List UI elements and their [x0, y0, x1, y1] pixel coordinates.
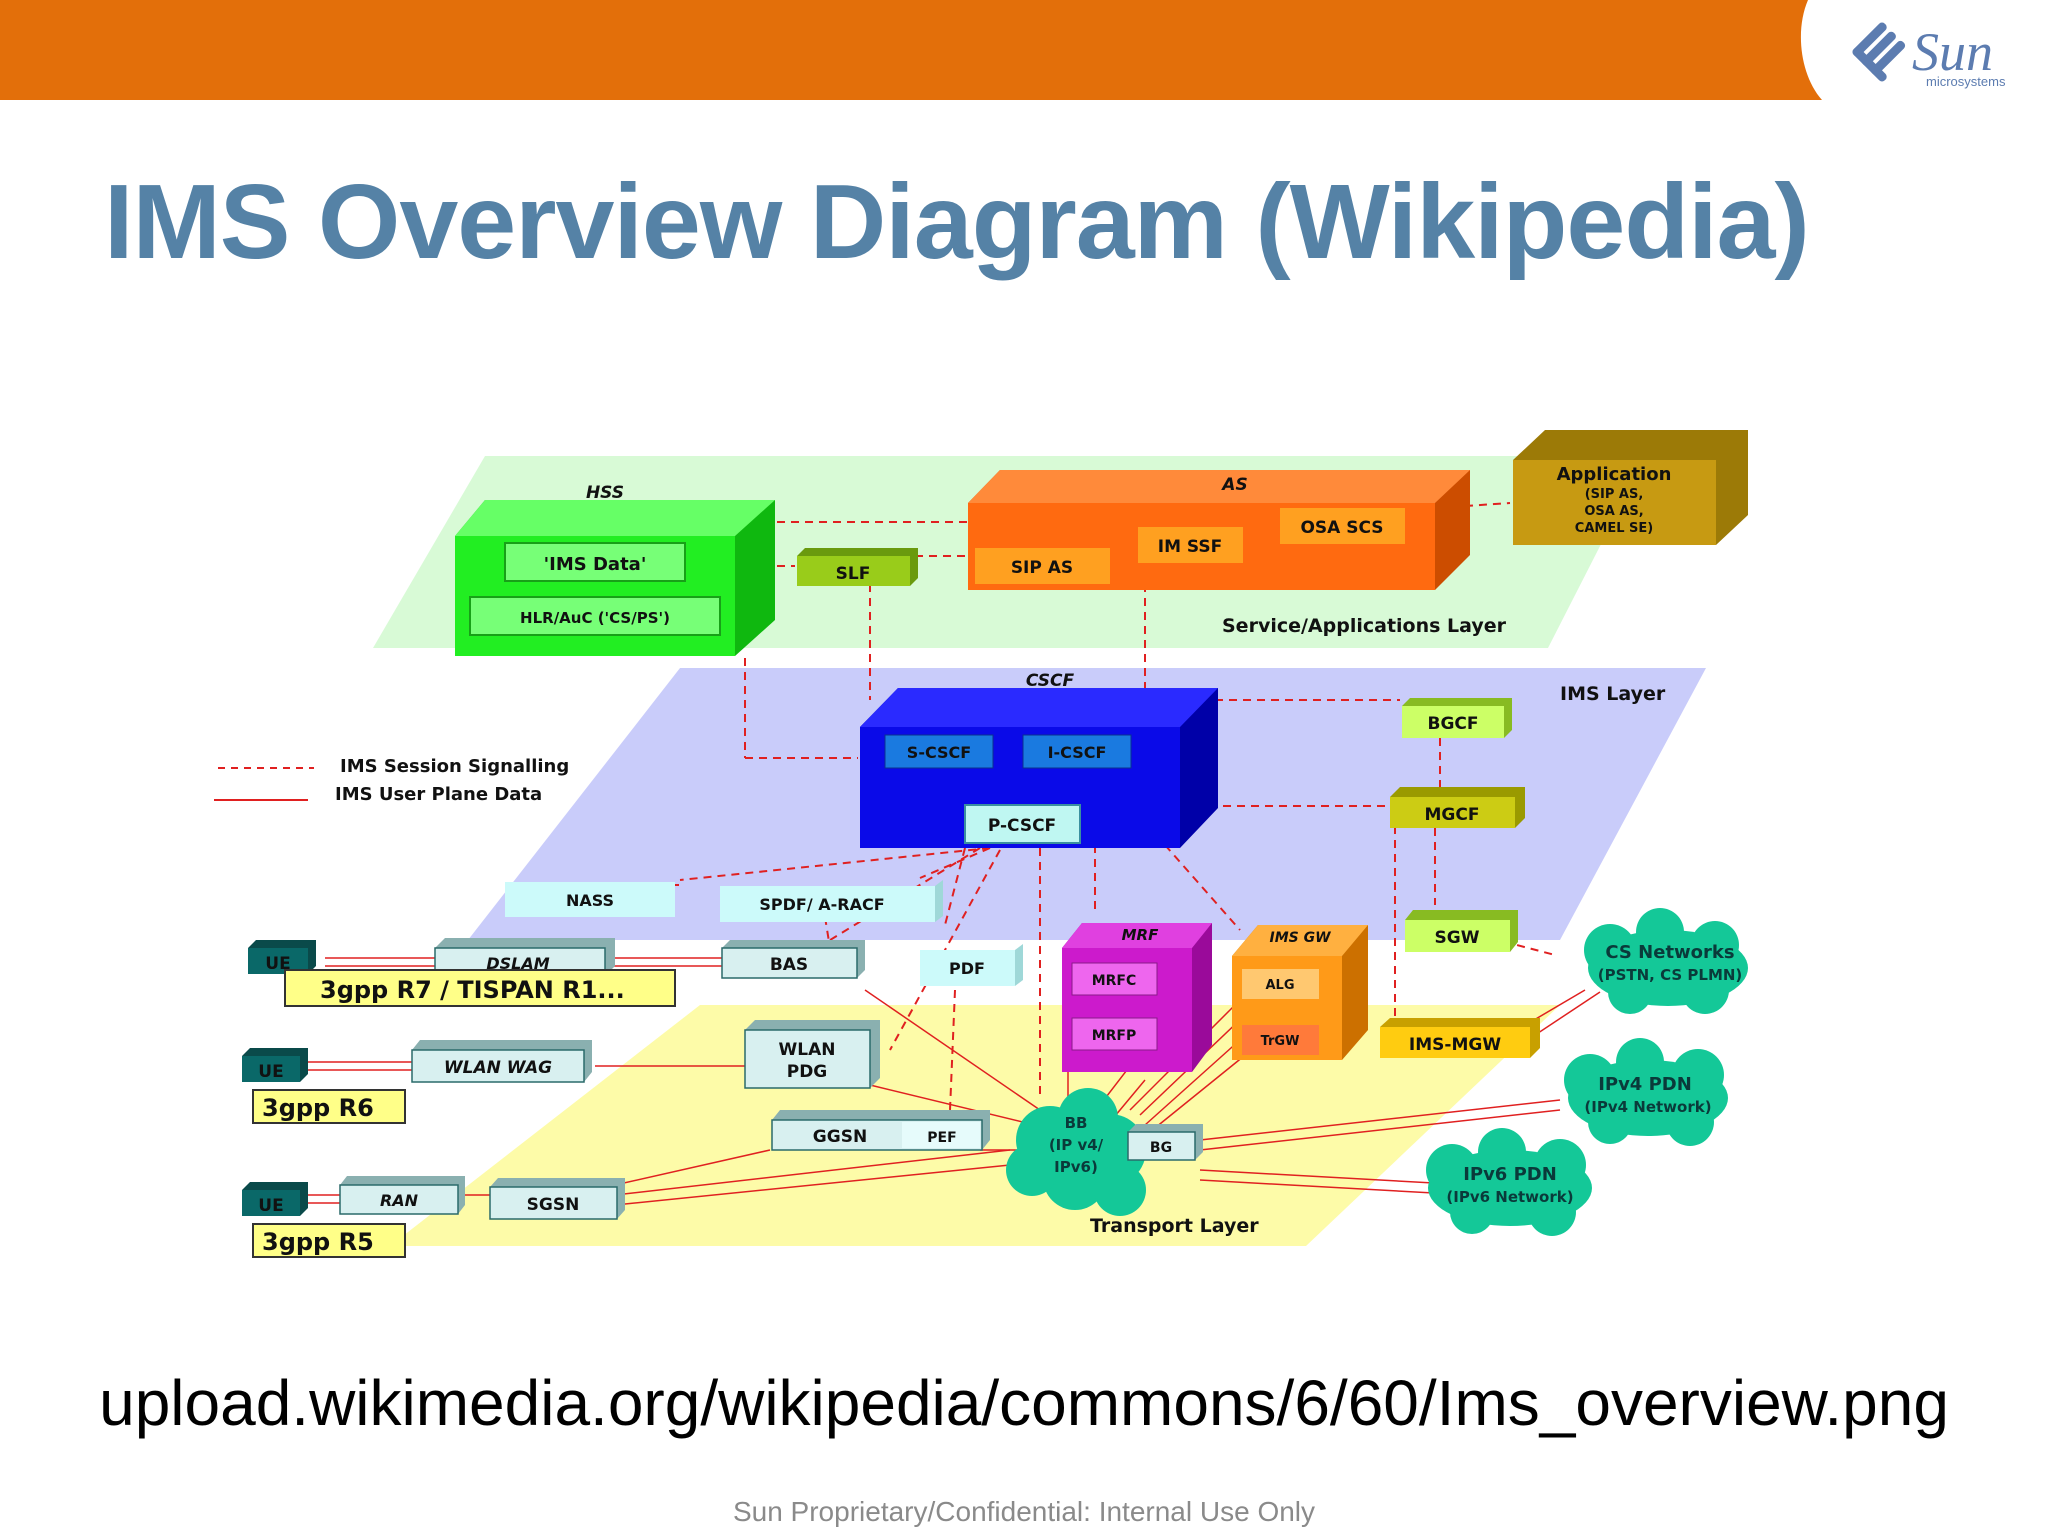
- bas-node: BAS: [721, 940, 865, 979]
- mrfc-label: MRFC: [1092, 973, 1137, 989]
- ims-mgw-node: IMS-MGW: [1380, 1018, 1540, 1058]
- cs-networks-sub: (PSTN, CS PLMN): [1598, 966, 1743, 984]
- diagram-ue-text: UE: [258, 1062, 283, 1082]
- spdf-node: SPDF/ A-RACF: [720, 880, 943, 922]
- ue-r5: UE 3gpp R5: [242, 1182, 406, 1258]
- mgcf-label: MGCF: [1425, 805, 1480, 825]
- bb-line3: IPv6): [1054, 1158, 1098, 1176]
- ipv4-pdn-title: IPv4 PDN: [1598, 1074, 1692, 1095]
- ipv4-pdn-cloud: IPv4 PDN (IPv4 Network): [1564, 1038, 1728, 1146]
- pdf-label: PDF: [949, 959, 985, 978]
- wlan-wag-label: WLAN WAG: [444, 1058, 552, 1078]
- dslam-label: DSLAM: [486, 954, 549, 973]
- pdf-node: PDF: [920, 944, 1023, 986]
- as-im-ssf: IM SSF: [1158, 537, 1223, 557]
- as-node: AS SIP AS IM SSF OSA SCS: [968, 470, 1470, 590]
- cscf-label: CSCF: [1026, 671, 1075, 691]
- sgw-node: SGW: [1405, 910, 1518, 952]
- ue-r7: UE 3gpp R7 / TISPAN R1...: [248, 940, 676, 1007]
- application-line2: OSA AS,: [1584, 504, 1643, 519]
- slide-title: IMS Overview Diagram (Wikipedia): [104, 163, 1810, 281]
- ran-node: RAN: [339, 1176, 465, 1215]
- wlan-pdg-line2: PDG: [787, 1062, 828, 1082]
- ipv6-pdn-sub: (IPv6 Network): [1446, 1188, 1573, 1206]
- ims-gw-label: IMS GW: [1269, 930, 1331, 946]
- wlan-pdg-line1: WLAN: [779, 1040, 836, 1060]
- ue-r6-caption: 3gpp R6: [262, 1094, 374, 1122]
- ims-overview-diagram: Service/Applications Layer IMS Layer Tra…: [214, 430, 1748, 1258]
- mrf-label: MRF: [1122, 926, 1159, 944]
- pef-label: PEF: [927, 1130, 956, 1146]
- legend-signalling: IMS Session Signalling: [340, 756, 569, 777]
- as-osa-scs: OSA SCS: [1300, 518, 1383, 538]
- sgw-label: SGW: [1435, 928, 1480, 948]
- trgw-label: TrGW: [1261, 1034, 1300, 1049]
- hss-hlr-auc: HLR/AuC ('CS/PS'): [520, 609, 670, 627]
- bg-label: BG: [1150, 1140, 1172, 1156]
- hss-ims-data: 'IMS Data': [544, 554, 647, 575]
- p-cscf-label: P-CSCF: [988, 816, 1056, 836]
- cscf-node: CSCF S-CSCF I-CSCF P-CSCF: [860, 671, 1218, 848]
- wlan-pdg-node: WLAN PDG: [744, 1020, 880, 1089]
- slf-node: SLF: [797, 548, 918, 586]
- ggsn-label: GGSN: [813, 1127, 867, 1147]
- ran-label: RAN: [380, 1191, 419, 1210]
- ims-layer-label: IMS Layer: [1560, 683, 1666, 705]
- wlan-wag-node: WLAN WAG: [411, 1040, 592, 1083]
- bas-label: BAS: [770, 955, 808, 975]
- as-sip-as: SIP AS: [1011, 558, 1073, 578]
- mrfp-label: MRFP: [1092, 1028, 1137, 1044]
- top-banner: [0, 0, 1822, 100]
- slf-label: SLF: [836, 564, 871, 584]
- application-label: Application: [1557, 464, 1672, 485]
- ims-gw-node: IMS GW ALG TrGW: [1232, 925, 1368, 1060]
- ipv4-pdn-sub: (IPv4 Network): [1584, 1098, 1711, 1116]
- hss-label: HSS: [586, 483, 624, 503]
- hss-node: HSS 'IMS Data' HLR/AuC ('CS/PS'): [455, 483, 775, 656]
- source-url: upload.wikimedia.org/wikipedia/commons/6…: [99, 1367, 1949, 1439]
- bb-line2: (IP v4/: [1049, 1136, 1104, 1154]
- mrf-node: MRF MRFC MRFP: [1062, 923, 1212, 1072]
- spdf-label: SPDF/ A-RACF: [759, 895, 884, 914]
- s-cscf-label: S-CSCF: [907, 743, 971, 762]
- logo-subtitle: microsystems: [1926, 74, 2006, 89]
- service-layer-label: Service/Applications Layer: [1222, 615, 1507, 637]
- nass-node: NASS: [505, 882, 675, 917]
- application-line3: CAMEL SE): [1575, 521, 1653, 536]
- nass-label: NASS: [566, 891, 614, 910]
- ipv6-pdn-cloud: IPv6 PDN (IPv6 Network): [1426, 1128, 1592, 1236]
- as-label: AS: [1220, 475, 1247, 495]
- ue-r7-caption: 3gpp R7 / TISPAN R1...: [320, 976, 625, 1004]
- bg-node: BG: [1127, 1124, 1203, 1161]
- transport-layer-label: Transport Layer: [1090, 1215, 1259, 1237]
- application-line1: (SIP AS,: [1585, 487, 1644, 502]
- ggsn-node: GGSN PEF: [771, 1110, 990, 1151]
- bgcf-node: BGCF: [1402, 698, 1512, 738]
- sgsn-node: SGSN: [489, 1178, 625, 1220]
- sgsn-label: SGSN: [527, 1195, 580, 1215]
- bgcf-label: BGCF: [1428, 714, 1479, 734]
- cs-networks-cloud: CS Networks (PSTN, CS PLMN): [1584, 908, 1748, 1014]
- alg-label: ALG: [1265, 978, 1294, 993]
- bb-line1: BB: [1065, 1114, 1088, 1132]
- ue-r6: UE 3gpp R6: [242, 1048, 406, 1124]
- cs-networks-title: CS Networks: [1605, 942, 1734, 963]
- ipv6-pdn-title: IPv6 PDN: [1463, 1164, 1557, 1185]
- mgcf-node: MGCF: [1390, 787, 1525, 828]
- ims-mgw-label: IMS-MGW: [1409, 1035, 1501, 1055]
- sun-logo: Sun microsystems: [1850, 18, 2020, 90]
- confidential-footer: Sun Proprietary/Confidential: Internal U…: [732, 1496, 1316, 1527]
- application-node: Application (SIP AS, OSA AS, CAMEL SE): [1513, 430, 1748, 545]
- diagram-ue-text: UE: [258, 1196, 283, 1216]
- i-cscf-label: I-CSCF: [1048, 743, 1107, 762]
- legend-user-plane: IMS User Plane Data: [335, 784, 542, 805]
- logo-wordmark: Sun: [1912, 22, 1993, 82]
- ue-r5-caption: 3gpp R5: [262, 1228, 374, 1256]
